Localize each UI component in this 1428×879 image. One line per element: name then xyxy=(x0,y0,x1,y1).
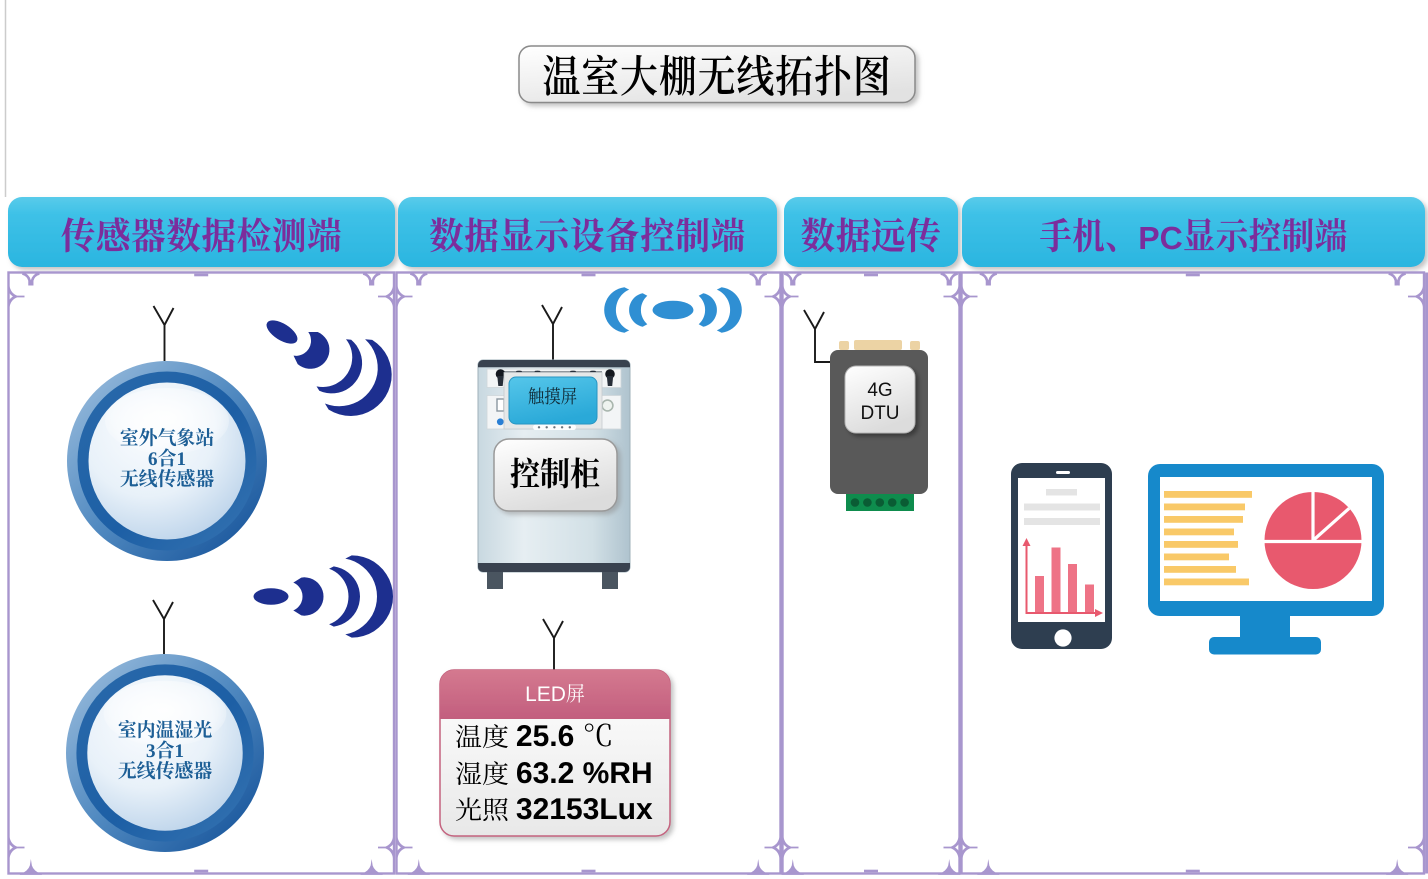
svg-text:DTU: DTU xyxy=(860,403,899,424)
svg-text:4G: 4G xyxy=(867,380,892,401)
